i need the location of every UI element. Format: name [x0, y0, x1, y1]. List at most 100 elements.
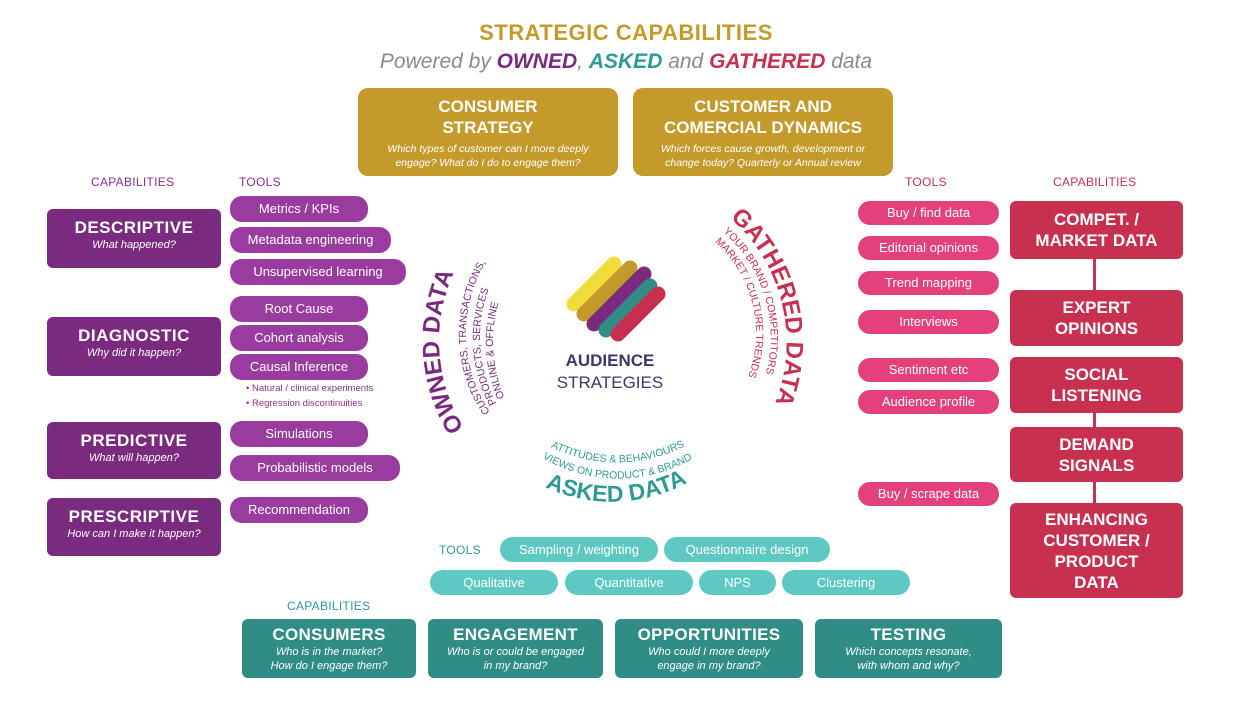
audience-strategies-logo: [566, 256, 666, 342]
logo-line-2: STRATEGIES: [557, 373, 663, 392]
bottom-tools-label: TOOLS: [439, 543, 481, 557]
compet-line-1: COMPET. /: [1053, 210, 1139, 229]
enhancing-line-3: PRODUCT: [1054, 551, 1139, 571]
diagnostic-title: DIAGNOSTIC: [78, 326, 190, 345]
engagement-desc-1: Who is or could be engaged: [447, 646, 584, 658]
descriptive-capability: DESCRIPTIVE What happened?: [47, 209, 221, 268]
tool-metrics-kpis: Metrics / KPIs: [230, 196, 368, 222]
bullet-natural-experiments-text: Natural / clinical experiments: [251, 383, 374, 394]
prescriptive-capability: PRESCRIPTIVE How can I make it happen?: [47, 498, 221, 556]
tool-root-cause: Root Cause: [230, 296, 368, 322]
demand-line-1: DEMAND: [1059, 434, 1134, 454]
demand-line-2: SIGNALS: [1058, 455, 1135, 475]
engagement-title: ENGAGEMENT: [453, 625, 578, 644]
tool-qualitative: Qualitative: [430, 570, 558, 595]
tool-interviews: Interviews: [858, 310, 999, 334]
bullet-natural-experiments: • Natural / clinical experiments: [246, 383, 374, 394]
consumers-capability: CONSUMERS Who is in the market? How do I…: [242, 619, 416, 678]
tool-metadata-engineering: Metadata engineering: [230, 227, 391, 253]
testing-capability: TESTING Which concepts resonate, with wh…: [815, 619, 1002, 678]
tool-audience-profile: Audience profile: [858, 390, 999, 414]
tool-quantitative: Quantitative: [565, 570, 693, 595]
compet-line-2: MARKET DATA: [1035, 231, 1158, 250]
tool-sampling-weighting: Sampling / weighting: [500, 537, 658, 562]
enhancing-data-capability: ENHANCING CUSTOMER / PRODUCT DATA: [1010, 503, 1183, 598]
descriptive-desc: What happened?: [92, 239, 176, 251]
consumer-strategy-title-2: STRATEGY: [442, 118, 534, 137]
consumer-strategy-title-1: CONSUMER: [438, 97, 538, 116]
enhancing-line-2: CUSTOMER /: [1043, 530, 1150, 550]
tool-recommendation: Recommendation: [230, 497, 368, 523]
enhancing-line-1: ENHANCING: [1045, 509, 1148, 529]
connector-line-1: [1093, 259, 1096, 291]
social-line-1: SOCIAL: [1064, 365, 1129, 384]
connector-line-2: [1093, 413, 1096, 428]
logo-line-1: AUDIENCE: [566, 351, 655, 370]
subtitle-prefix: Powered by: [379, 50, 497, 73]
tool-questionnaire-design: Questionnaire design: [664, 537, 830, 562]
opportunities-desc-2: engage in my brand?: [657, 660, 761, 672]
testing-desc-2: with whom and why?: [857, 660, 960, 672]
customer-dynamics-desc: Which forces cause growth, development o…: [660, 143, 866, 169]
descriptive-title: DESCRIPTIVE: [74, 218, 194, 237]
page-title: STRATEGIC CAPABILITIES: [479, 20, 773, 45]
page-subtitle: Powered by OWNED, ASKED and GATHERED dat…: [0, 50, 1252, 74]
expert-opinions-capability: EXPERT OPINIONS: [1010, 290, 1183, 346]
customer-dynamics-box: CUSTOMER AND COMERCIAL DYNAMICS Which fo…: [633, 88, 893, 176]
subtitle-and: and: [662, 50, 710, 73]
tool-cohort-analysis: Cohort analysis: [230, 325, 368, 351]
compet-market-data-capability: COMPET. / MARKET DATA: [1010, 201, 1183, 259]
left-tools-label: TOOLS: [239, 175, 281, 189]
tool-simulations: Simulations: [230, 421, 368, 447]
tool-probabilistic-models: Probabilistic models: [230, 455, 400, 481]
consumers-desc-1: Who is in the market?: [275, 646, 383, 658]
predictive-desc: What will happen?: [89, 452, 179, 464]
prescriptive-title: PRESCRIPTIVE: [68, 507, 200, 526]
tool-clustering: Clustering: [782, 570, 910, 595]
customer-dynamics-title-2: COMERCIAL DYNAMICS: [663, 118, 863, 137]
opportunities-title: OPPORTUNITIES: [637, 625, 781, 644]
diagnostic-desc: Why did it happen?: [86, 347, 182, 359]
consumers-title: CONSUMERS: [272, 625, 386, 644]
connector-line-3: [1093, 482, 1096, 504]
opportunities-desc-1: Who could I more deeply: [648, 646, 770, 658]
tool-editorial-opinions: Editorial opinions: [858, 236, 999, 260]
tool-causal-inference: Causal Inference: [230, 354, 368, 380]
social-line-2: LISTENING: [1051, 386, 1142, 405]
consumers-desc-2: How do I engage them?: [270, 660, 388, 672]
left-capabilities-label: CAPABILITIES: [91, 175, 175, 189]
expert-line-2: OPINIONS: [1054, 319, 1139, 338]
engagement-capability: ENGAGEMENT Who is or could be engaged in…: [428, 619, 603, 678]
right-tools-label: TOOLS: [905, 175, 947, 189]
predictive-capability: PREDICTIVE What will happen?: [47, 422, 221, 479]
center-graphic: OWNED DATA CUSTOMERS, TRANSACTIONS, PROD…: [418, 203, 808, 507]
consumer-strategy-desc: Which types of customer can I more deepl…: [387, 143, 589, 169]
testing-title: TESTING: [870, 625, 947, 644]
social-listening-capability: SOCIAL LISTENING: [1010, 357, 1183, 413]
consumer-strategy-box: CONSUMER STRATEGY Which types of custome…: [358, 88, 618, 176]
opportunities-capability: OPPORTUNITIES Who could I more deeply en…: [615, 619, 803, 678]
subtitle-asked: ASKED: [588, 50, 663, 73]
diagnostic-capability: DIAGNOSTIC Why did it happen?: [47, 317, 221, 376]
testing-desc-1: Which concepts resonate,: [845, 646, 972, 658]
tool-trend-mapping: Trend mapping: [858, 271, 999, 295]
subtitle-comma: ,: [577, 50, 583, 73]
predictive-title: PREDICTIVE: [80, 431, 188, 450]
tool-nps: NPS: [699, 570, 776, 595]
subtitle-owned: OWNED: [496, 50, 578, 73]
bottom-capabilities-label: CAPABILITIES: [287, 599, 371, 613]
expert-line-1: EXPERT: [1062, 298, 1131, 317]
right-capabilities-label: CAPABILITIES: [1053, 175, 1137, 189]
tool-buy-find-data: Buy / find data: [858, 201, 999, 225]
prescriptive-desc: How can I make it happen?: [67, 528, 201, 540]
demand-signals-capability: DEMAND SIGNALS: [1010, 427, 1183, 482]
tool-sentiment-etc: Sentiment etc: [858, 358, 999, 382]
bullet-regression-discontinuities-text: Regression discontinuities: [251, 398, 363, 409]
enhancing-line-4: DATA: [1074, 572, 1119, 592]
subtitle-gathered: GATHERED: [709, 50, 826, 73]
tool-buy-scrape-data: Buy / scrape data: [858, 482, 999, 506]
tool-unsupervised-learning: Unsupervised learning: [230, 259, 406, 285]
bullet-regression-discontinuities: • Regression discontinuities: [246, 398, 363, 409]
subtitle-data: data: [825, 50, 873, 73]
customer-dynamics-title-1: CUSTOMER AND: [694, 97, 832, 116]
